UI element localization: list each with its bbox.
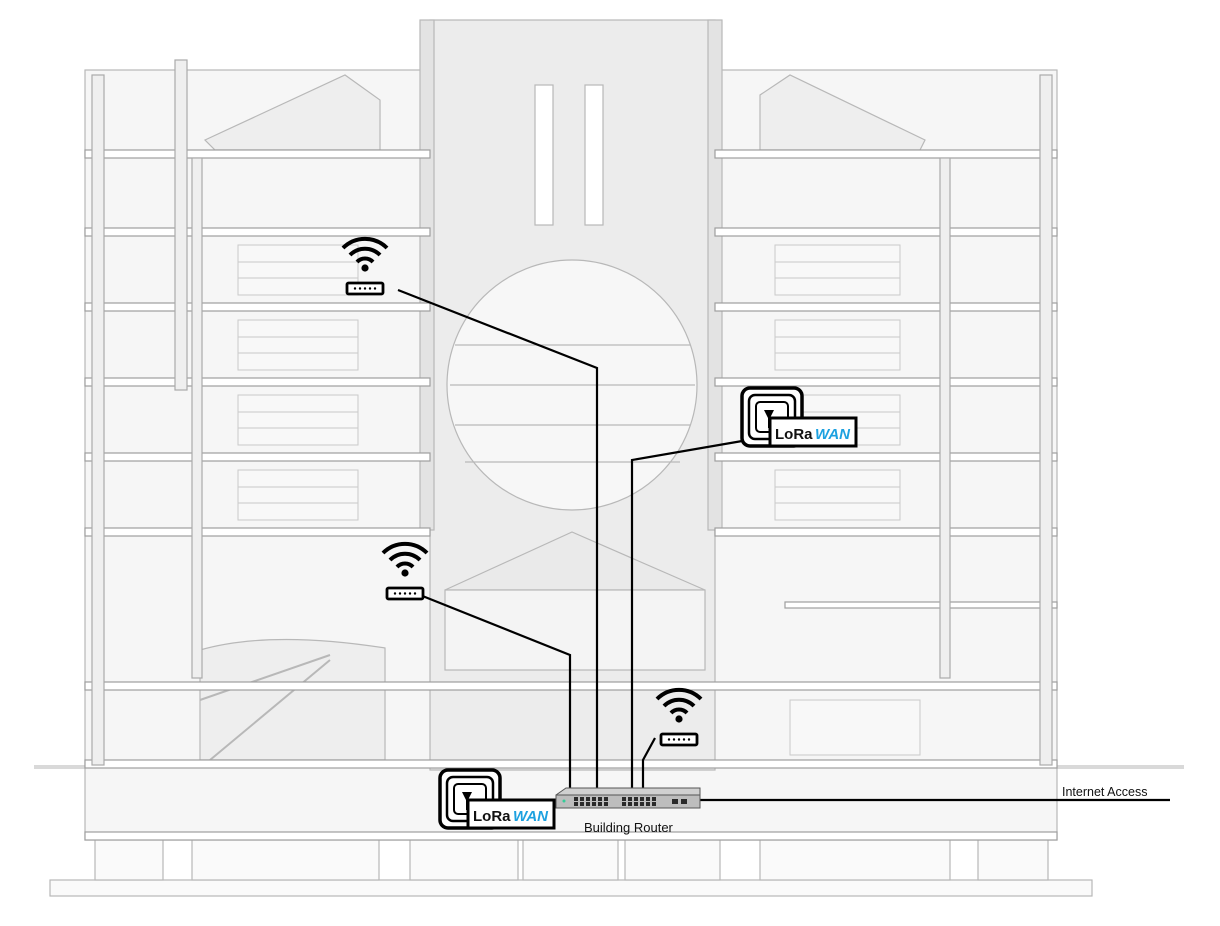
lorawan-gateway-icon: LoRa WAN <box>740 386 858 448</box>
lorawan-label-lora: LoRa <box>473 808 511 825</box>
network-switch-icon <box>555 787 701 809</box>
cable-lorawan-right <box>630 438 749 792</box>
lorawan-gateway-icon: LoRa WAN <box>438 768 556 830</box>
lorawan-label-wan: WAN <box>513 808 549 825</box>
lorawan-label-wan: WAN <box>815 426 851 443</box>
internet-access-label: Internet Access <box>1062 785 1147 799</box>
wifi-router-icon <box>381 541 429 601</box>
wifi-router-icon <box>341 236 389 296</box>
wifi-router-icon <box>655 687 703 747</box>
building-router-label: Building Router <box>584 820 674 835</box>
cable-wifi-lower <box>641 737 656 792</box>
cable-wifi-top <box>397 288 599 792</box>
cable-wifi-middle <box>419 593 572 792</box>
columns <box>91 59 1053 766</box>
lorawan-label-lora: LoRa <box>775 426 813 443</box>
